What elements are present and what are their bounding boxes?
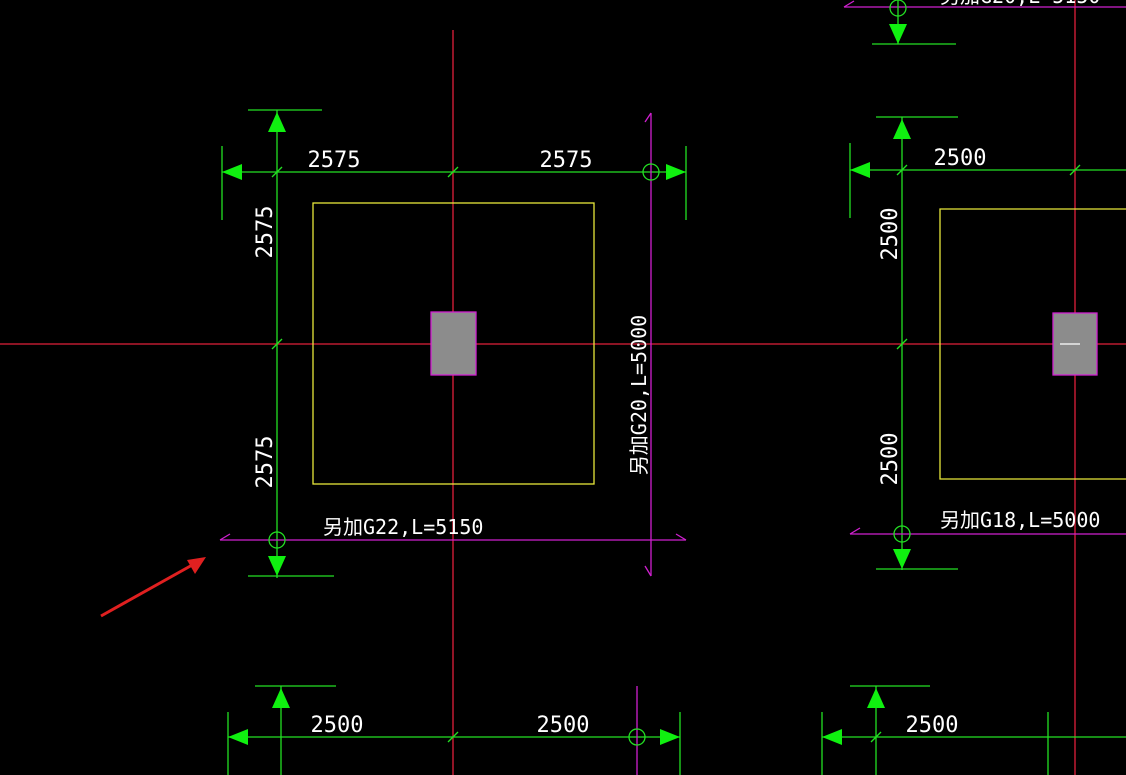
circle-marker-icon [889, 0, 907, 17]
circle-marker-icon [893, 525, 911, 543]
rebar-end-tick [644, 112, 652, 123]
green-arrowhead-icon [893, 549, 911, 569]
dim-label-top-right: 2575 [540, 148, 593, 173]
rebar-end-tick [675, 533, 687, 541]
dim-label-bottom-right-a: 2500 [906, 713, 959, 738]
column-left[interactable] [430, 311, 477, 376]
green-arrowhead-icon [228, 729, 248, 745]
dim-label-bottom-left-a: 2500 [311, 713, 364, 738]
dim-label-left-lower: 2575 [253, 436, 278, 489]
dim-label-right-top: 2500 [934, 146, 987, 171]
green-arrowhead-icon [867, 688, 885, 708]
green-arrowhead-icon [222, 164, 242, 180]
green-arrowhead-icon [889, 24, 907, 44]
dim-tick [271, 338, 283, 350]
rebar-end-tick [843, 0, 855, 8]
green-arrowhead-icon [893, 119, 911, 139]
dim-label-right-lower: 2500 [878, 433, 903, 486]
dim-tick [1069, 164, 1081, 176]
green-arrowhead-icon [850, 162, 870, 178]
footing-right[interactable]: 2500 2500 2500 另加G18,L=5000 [849, 116, 1126, 570]
green-arrowhead-icon [666, 164, 686, 180]
red-arrow-icon [100, 557, 206, 618]
bottom-dimensions[interactable]: 2500 2500 2500 [227, 685, 1126, 775]
dim-tick [447, 166, 459, 178]
rebar-note-left-bottom: 另加G22,L=5150 [323, 515, 483, 539]
rebar-note-right-bottom: 另加G18,L=5000 [940, 508, 1100, 532]
rebar-end-tick [644, 565, 652, 577]
rebar-end-tick [219, 533, 231, 541]
footing-top-partial[interactable]: 另加G20,L=5150 [843, 0, 1126, 45]
dim-label-left-upper: 2575 [253, 206, 278, 259]
footing-outline-right [939, 208, 1126, 480]
circle-marker-icon [628, 728, 646, 746]
dim-tick [896, 338, 908, 350]
rebar-note-top-cut: 另加G20,L=5150 [940, 0, 1100, 8]
green-arrowhead-icon [268, 112, 286, 132]
dim-label-right-upper: 2500 [878, 208, 903, 261]
footing-outline [312, 202, 595, 485]
dim-label-top-left: 2575 [308, 148, 361, 173]
green-arrowhead-icon [268, 556, 286, 576]
dim-label-bottom-left-b: 2500 [537, 713, 590, 738]
green-arrowhead-icon [822, 729, 842, 745]
circle-marker-icon [268, 531, 286, 549]
rebar-end-tick [849, 527, 861, 535]
footing-left[interactable]: 2575 2575 2575 2575 另加G22,L=5150 另加G20,L… [219, 109, 687, 578]
rebar-note-left-vertical: 另加G20,L=5000 [627, 315, 651, 475]
green-arrowhead-icon [272, 688, 290, 708]
circle-marker-icon [642, 163, 660, 181]
dim-tick [870, 731, 882, 743]
green-arrowhead-icon [660, 729, 680, 745]
dim-tick [447, 731, 459, 743]
